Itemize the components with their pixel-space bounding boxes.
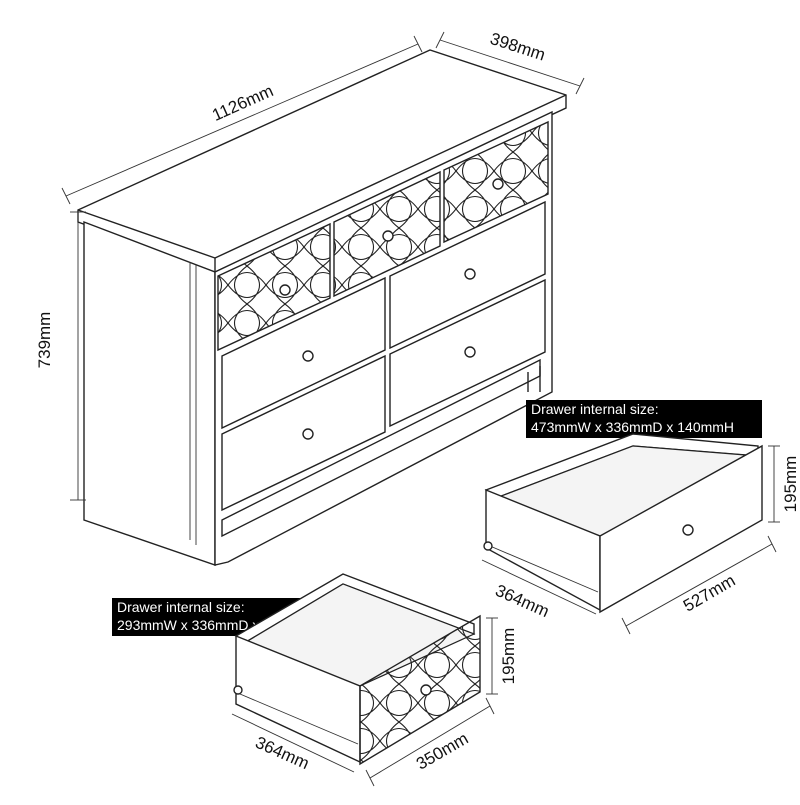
top-drawer-left — [217, 222, 331, 352]
depth-label: 398mm — [488, 29, 548, 65]
width-dimension-line — [61, 35, 423, 205]
width-label: 1126mm — [209, 81, 276, 125]
runner-wheel-icon — [233, 685, 243, 695]
knob-icon — [302, 428, 314, 440]
chest-side-panel — [83, 220, 216, 566]
chest-of-drawers — [77, 49, 567, 566]
large-drawer-label: Drawer internal size: 473mmW x 336mmD x … — [526, 400, 762, 438]
small-drawer-depth-line — [231, 713, 355, 773]
large-drawer-label-box — [526, 400, 762, 438]
large-drawer-front — [599, 444, 763, 614]
large-drawer-label-size: 473mmW x 336mmD x 140mmH — [531, 419, 734, 435]
small-drawer-front — [359, 614, 481, 766]
large-drawer-depth-label: 364mm — [492, 581, 552, 621]
small-drawer-width-line — [365, 697, 495, 787]
height-dimension-line — [70, 211, 86, 501]
small-drawer-depth-label: 364mm — [252, 733, 312, 773]
knob-icon — [464, 346, 476, 358]
large-drawer-label-title: Drawer internal size: — [531, 401, 659, 417]
large-drawer-width-label: 527mm — [680, 571, 739, 616]
small-drawer-height-label: 195mm — [499, 628, 518, 685]
knob-icon — [382, 230, 394, 242]
large-drawer-depth-line — [481, 559, 597, 615]
small-drawer-label-title: Drawer internal size: — [117, 599, 245, 615]
knob-icon — [420, 684, 432, 696]
knob-icon — [464, 268, 476, 280]
depth-dimension-line — [435, 31, 585, 95]
large-drawer-height-line — [768, 445, 780, 523]
knob-icon — [302, 350, 314, 362]
large-drawer-height-label: 195mm — [781, 456, 800, 513]
knob-icon — [682, 524, 694, 536]
large-drawer-width-line — [621, 535, 777, 635]
small-drawer — [233, 573, 481, 766]
knob-icon — [492, 178, 504, 190]
small-drawer-width-label: 350mm — [413, 729, 472, 774]
runner-wheel-icon — [483, 541, 493, 551]
small-drawer-height-line — [486, 617, 498, 695]
large-drawer — [483, 433, 763, 614]
height-label: 739mm — [35, 312, 54, 369]
knob-icon — [279, 284, 291, 296]
